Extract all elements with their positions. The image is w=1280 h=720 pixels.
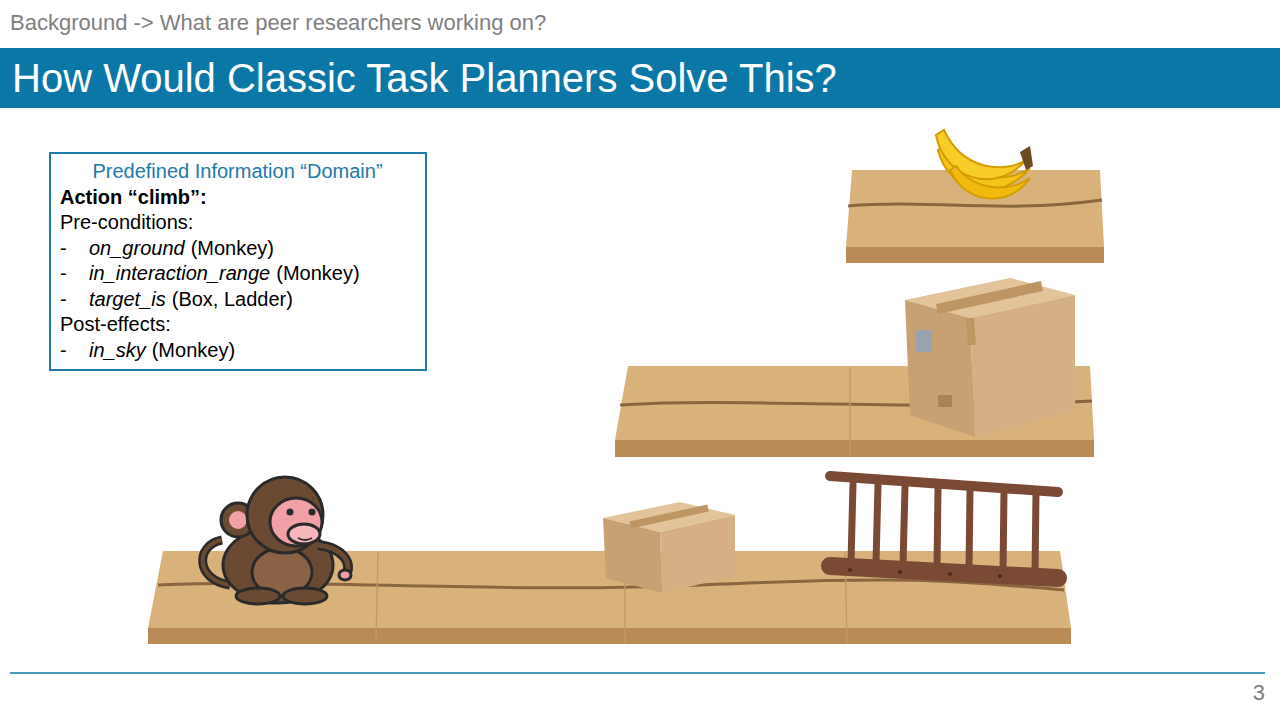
monkey-part [270, 498, 322, 546]
domain-box: Predefined Information “Domain”Action “c… [49, 152, 427, 371]
footer-rule [10, 672, 1265, 674]
box-text: in_interaction_range [89, 262, 270, 284]
monkey-part [287, 509, 294, 516]
slide-title: How Would Classic Task Planners Solve Th… [12, 55, 837, 101]
box-text: in_sky [89, 339, 146, 361]
monkey-part [298, 538, 312, 540]
list-dash: - [60, 338, 89, 364]
ground-plank-part [148, 628, 1071, 644]
middle-plank-part [849, 367, 851, 456]
ladder-part [898, 570, 902, 574]
big-box-part [970, 295, 1075, 437]
small-box-part [603, 518, 662, 593]
ladder-part [1035, 493, 1036, 573]
breadcrumb: Background -> What are peer researchers … [10, 10, 546, 36]
monkey-part [236, 588, 280, 604]
ladder [830, 476, 1058, 578]
bananas [936, 130, 1033, 199]
monkey [203, 477, 351, 604]
box-text: (Monkey) [191, 237, 274, 259]
big-box-part [937, 286, 1042, 309]
big-box-part [916, 330, 932, 352]
text-line: Post-effects: [60, 312, 415, 338]
bananas-part [950, 166, 1030, 199]
bananas-part [1020, 146, 1033, 170]
top-plank-part [848, 200, 1102, 206]
ladder-part [876, 485, 878, 563]
monkey-part [247, 477, 323, 553]
ladder-part [948, 572, 952, 576]
box-text: Action “climb”: [60, 186, 207, 208]
text-line: Predefined Information “Domain” [60, 159, 415, 185]
box-text: target_is [89, 288, 166, 310]
list-dash: - [60, 287, 89, 313]
box-text: Pre-conditions: [60, 211, 193, 233]
text-line: -on_ground (Monkey) [60, 236, 415, 262]
big-box [905, 278, 1075, 437]
text-line: -in_sky (Monkey) [60, 338, 415, 364]
ladder-part [903, 487, 905, 565]
ladder-part [848, 568, 852, 572]
text-line: -target_is (Box, Ladder) [60, 287, 415, 313]
page-number: 3 [1253, 680, 1265, 706]
monkey-part [339, 570, 351, 580]
monkey-part [288, 524, 320, 544]
text-line: -in_interaction_range (Monkey) [60, 261, 415, 287]
box-text: (Box, Ladder) [172, 288, 293, 310]
box-heading: Predefined Information “Domain” [60, 159, 415, 185]
monkey-part [309, 509, 316, 516]
text-line: Action “climb”: [60, 185, 415, 211]
small-box [603, 502, 735, 593]
top-plank-part [846, 247, 1104, 263]
ladder-part [830, 476, 1058, 492]
small-box-part [630, 508, 708, 525]
ladder-part [937, 488, 938, 567]
monkey-part [229, 511, 247, 529]
big-box-part [905, 300, 975, 437]
box-text: Post-effects: [60, 313, 171, 335]
ladder-part [830, 566, 1058, 578]
list-dash: - [60, 261, 89, 287]
ladder-part [969, 490, 970, 569]
box-text: (Monkey) [276, 262, 359, 284]
box-text: (Monkey) [152, 339, 235, 361]
box-text: on_ground [89, 237, 185, 259]
list-dash: - [60, 236, 89, 262]
text-line: Pre-conditions: [60, 210, 415, 236]
ladder-part [851, 484, 853, 562]
ground-plank-part [376, 552, 378, 643]
monkey-part [283, 588, 327, 604]
ladder-part [1003, 491, 1004, 571]
big-box-part [970, 318, 972, 345]
middle-plank-part [615, 440, 1094, 457]
big-box-part [938, 395, 952, 407]
bananas-part [936, 130, 1026, 179]
small-box-part [660, 515, 735, 593]
ladder-part [998, 574, 1002, 578]
